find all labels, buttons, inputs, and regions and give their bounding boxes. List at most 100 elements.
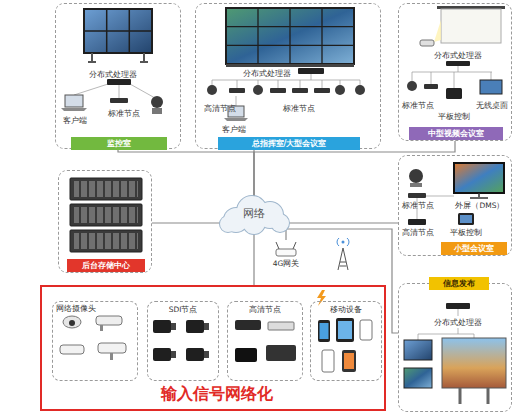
gateway-router: [276, 249, 296, 256]
bullet-camera: [60, 345, 84, 354]
ptz-camera: [151, 96, 163, 108]
drive-bays: [74, 181, 138, 197]
device-label: 平板控制: [435, 112, 473, 121]
device-label: 外屏（DMS）: [449, 201, 511, 210]
smartphone: [360, 320, 372, 340]
tower-tip: [342, 241, 345, 244]
processor-unit: [446, 61, 470, 66]
room-group: 中型视频会议室 分布式处理器标准节点平板控制无线桌面: [398, 3, 512, 141]
device-wire: [74, 84, 155, 98]
network-cloud: 网络: [218, 193, 290, 235]
media-box: [235, 348, 257, 362]
smartphone: [322, 350, 334, 372]
network-link: [118, 149, 254, 196]
camcorder: [153, 348, 171, 361]
device-label: 标准节点: [104, 109, 144, 118]
signal-waves: [337, 238, 349, 246]
bullet-camera: [98, 343, 126, 353]
tablet: [336, 318, 354, 342]
hd-node: [235, 320, 261, 330]
source-group: 移动设备: [310, 301, 382, 381]
ptz-camera: [355, 85, 365, 95]
room-band-label: 信息发布: [429, 277, 489, 290]
room-band-label: 中型视频会议室: [409, 127, 503, 140]
device-label: 无线桌面: [473, 101, 511, 110]
media-box: [266, 345, 296, 361]
device-label: 分布式处理器: [429, 318, 487, 327]
camcorder-lens: [204, 323, 209, 330]
video-wall: [84, 9, 152, 53]
source-group: SDI节点: [147, 301, 219, 381]
phone-screen: [320, 323, 329, 339]
device-label: 平板控制: [447, 228, 485, 237]
wireless-bolt: [317, 290, 326, 306]
camcorder-lens: [171, 351, 176, 358]
wall-stand: [226, 64, 354, 67]
cloud-outline: [271, 214, 289, 232]
cloud-fill: [220, 216, 236, 232]
room-group: 小型会议室标准节点外屏（DMS）高清节点平板控制: [398, 155, 512, 256]
tablet-screen: [460, 215, 472, 223]
laptop-screen: [65, 95, 83, 107]
processor-unit: [107, 79, 131, 85]
device-label: 移动设备: [311, 305, 381, 314]
device-label: 标准节点: [279, 104, 319, 113]
node-box: [292, 88, 308, 93]
node-box: [229, 88, 245, 93]
publish-group: 信息发布分布式处理器: [398, 283, 512, 412]
smartphone: [342, 350, 356, 372]
storage-server: [70, 178, 142, 200]
cloud-outline: [220, 216, 236, 232]
node-box: [314, 88, 330, 93]
network-link: [289, 222, 398, 223]
billboard: [442, 338, 506, 388]
device-wire: [212, 74, 360, 106]
video-wall-grid: [226, 8, 354, 64]
room-band-label: 总指挥室/大型会议室: [218, 137, 360, 150]
display-screen: [404, 368, 432, 388]
device-label: 分布式处理器: [84, 70, 142, 79]
source-group: 高清节点: [227, 301, 303, 381]
room-band-label: 后台存储中心: [67, 259, 145, 272]
input-section: 输入信号网络化网络摄像头SDI节点高清节点移动设备: [40, 285, 386, 411]
gateway-node: 4G网关: [268, 240, 304, 270]
tablet: [446, 88, 462, 99]
ptz-camera: [407, 81, 417, 91]
device-label: 分布式处理器: [238, 69, 296, 78]
node-box: [408, 219, 426, 225]
camera-base: [410, 183, 422, 187]
dome-camera: [63, 316, 81, 328]
projection-screen: [441, 9, 501, 43]
device-label: 网络摄像头: [56, 304, 116, 313]
camcorder: [186, 320, 204, 333]
node-box: [424, 84, 438, 89]
device-label: 客户端: [218, 125, 250, 134]
tablet: [458, 213, 474, 225]
screen-stand: [470, 193, 488, 198]
node-box: [270, 88, 286, 93]
projector-beam: [434, 20, 441, 42]
ptz-camera: [253, 85, 263, 95]
camcorder: [186, 348, 204, 361]
ptz-camera: [409, 169, 423, 183]
node-box: [110, 98, 128, 103]
storage-server: [70, 230, 142, 252]
camera-base: [152, 108, 162, 114]
room-group: 监控室分布式处理器客户端标准节点: [55, 3, 181, 149]
device-label: SDI节点: [148, 305, 218, 314]
camcorder-lens: [204, 351, 209, 358]
display-screen: [404, 340, 432, 360]
device-label: 分布式处理器: [429, 51, 487, 60]
drive-bays: [74, 233, 138, 249]
external-screen: [454, 163, 504, 193]
device-label: 4G网关: [268, 259, 304, 268]
projector: [420, 40, 434, 46]
processor-unit: [446, 303, 470, 309]
device-label: 标准节点: [399, 101, 437, 110]
camcorder: [153, 320, 171, 333]
ptz-camera: [335, 85, 345, 95]
billboard-legs: [460, 388, 488, 404]
room-group: 总指挥室/大型会议室分布式处理器高清节点标准节点客户端: [195, 3, 381, 149]
phone-screen: [344, 353, 354, 369]
hd-node: [268, 322, 294, 330]
